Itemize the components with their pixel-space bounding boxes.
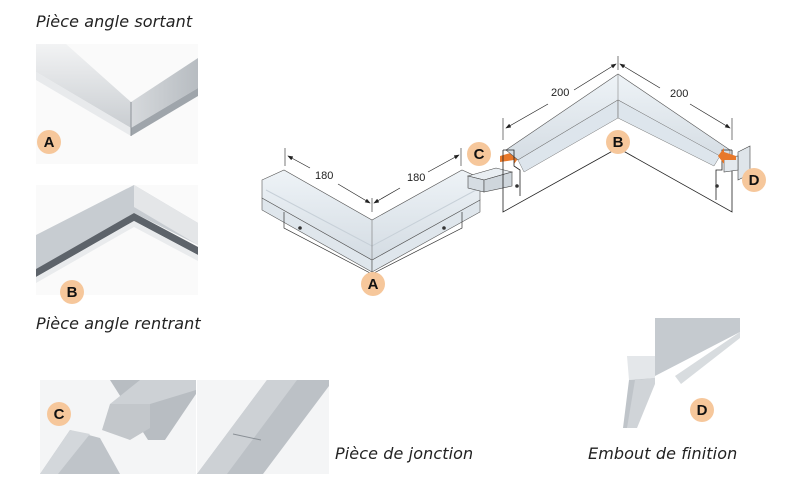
dim-a-left: 180 [315, 170, 334, 182]
caption-inner-corner: Pièce angle rentrant [36, 314, 201, 333]
badge-b-photo: B [60, 280, 84, 304]
photo-outer-corner [36, 44, 198, 164]
photo-junction-open [40, 380, 196, 474]
badge-d-photo: D [690, 398, 714, 422]
caption-outer-corner: Pièce angle sortant [36, 12, 193, 31]
piece-a [261, 148, 481, 280]
badge-c-photo: C [47, 402, 71, 426]
dim-b-left: 200 [551, 87, 570, 99]
photo-inner-corner [36, 185, 198, 295]
photo-end-cap [615, 318, 740, 428]
dim-b-right: 200 [670, 88, 689, 100]
dim-a-right: 180 [407, 172, 426, 184]
caption-junction: Pièce de jonction [335, 444, 474, 463]
caption-end-cap: Embout de finition [588, 444, 738, 463]
badge-a-drawing: A [361, 272, 385, 296]
badge-b-drawing: B [606, 130, 630, 154]
badge-d-drawing: D [742, 168, 766, 192]
badge-c-drawing: C [467, 142, 491, 166]
badge-a-photo: A [37, 130, 61, 154]
photo-junction-closed [197, 380, 329, 474]
